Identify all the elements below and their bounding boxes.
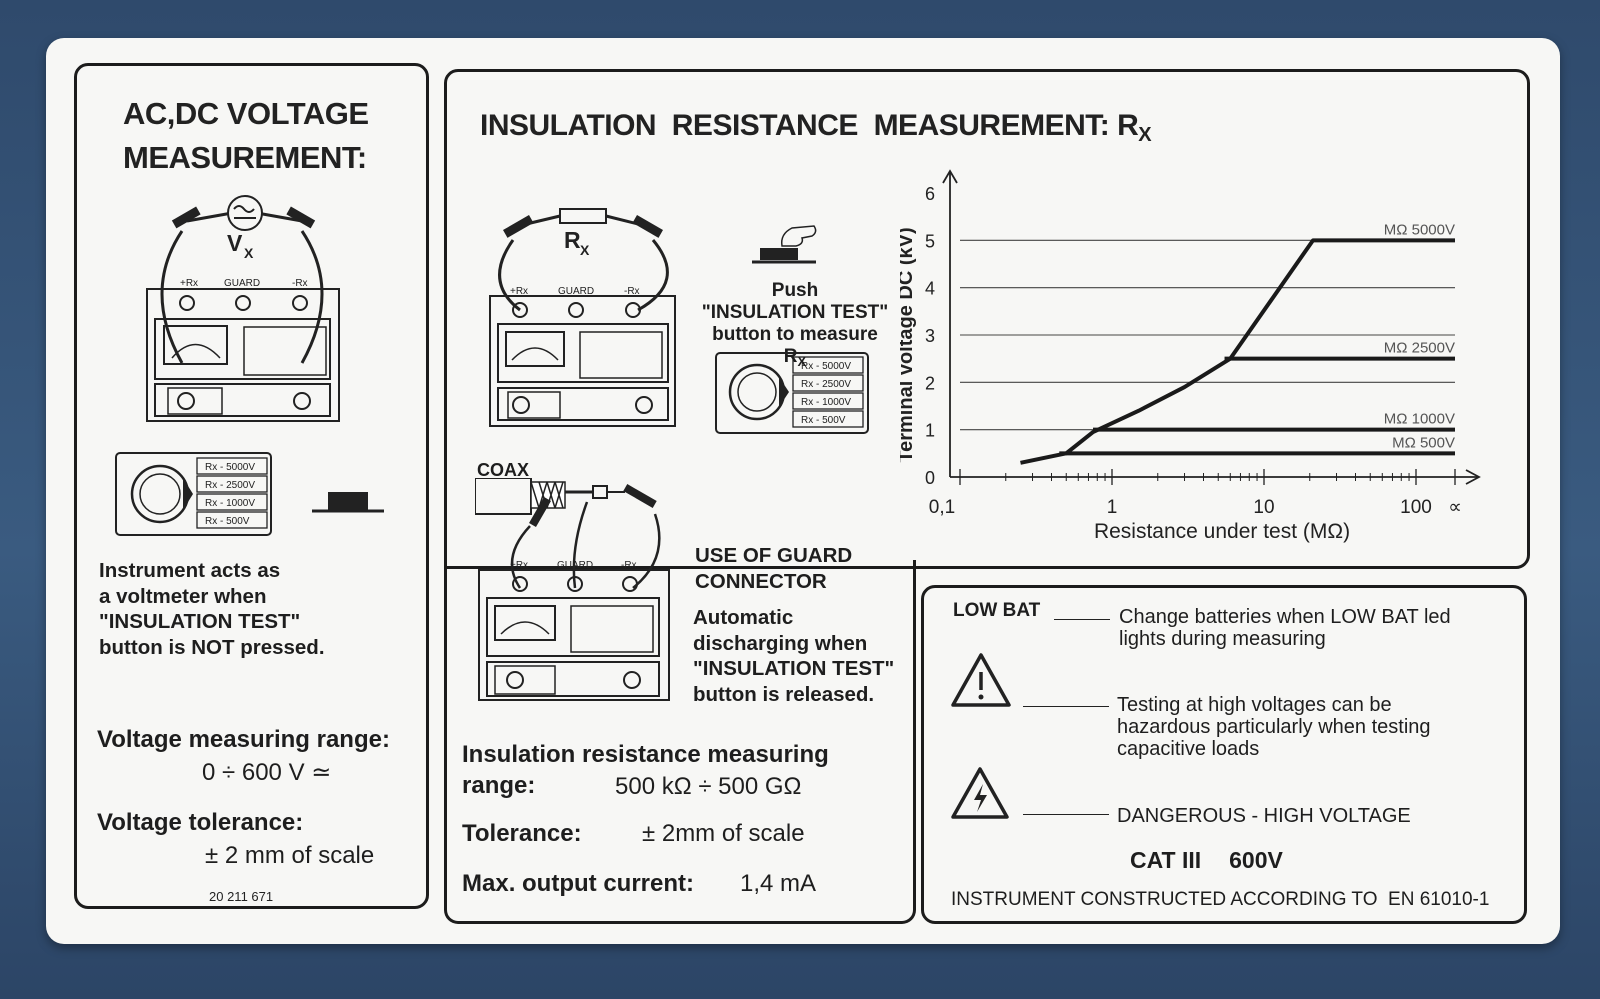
range-500v-label: Rx - 500V xyxy=(801,415,846,426)
range-1000v-label: Rx - 1000V xyxy=(205,498,255,509)
chart-series-label: MΩ 5000V xyxy=(1384,221,1455,238)
leader-line xyxy=(1054,619,1110,620)
chart-x-axis-arrow xyxy=(1465,469,1481,485)
standard-text: INSTRUMENT CONSTRUCTED ACCORDING TO EN 6… xyxy=(951,889,1490,910)
resistor-icon xyxy=(559,208,607,224)
range-switch-diagram: Rx - 5000V Rx - 2500V Rx - 1000V Rx - 50… xyxy=(715,352,869,434)
terminal-minus-label: -Rx xyxy=(624,286,640,297)
ac-voltmeter-symbol-icon xyxy=(227,195,263,231)
low-bat-text: Change batteries when LOW BAT led lights… xyxy=(1119,606,1451,650)
leader-line xyxy=(1023,706,1109,707)
terminal-minus-label: -Rx xyxy=(292,278,308,289)
terminal-plus-label: +Rx xyxy=(180,278,198,289)
voltage-range-value: 0 ÷ 600 V ≃ xyxy=(202,759,332,786)
chart-y-tick-label: 2 xyxy=(925,373,935,393)
chart-axes: 0 1 2 3 4 5 6 0,1 1 10 100 ∝ xyxy=(925,169,1481,518)
range-5000v-label: Rx - 5000V xyxy=(801,361,851,372)
insulation-range-label-2: range: xyxy=(462,772,536,799)
terminal-guard-label: GUARD xyxy=(558,286,594,297)
output-current-label: Max. output current: xyxy=(462,870,694,897)
push-button-hand-icon xyxy=(752,225,817,264)
insulation-range-label-1: Insulation resistance measuring xyxy=(462,741,829,768)
range-500v-label: Rx - 500V xyxy=(205,516,250,527)
chart-x-tick-label: 100 xyxy=(1400,497,1432,518)
chart-series: MΩ 5000V MΩ 2500V MΩ 1000V MΩ 500V xyxy=(1020,221,1455,465)
chart-grid xyxy=(960,239,1455,431)
terminal-guard-label: GUARD xyxy=(224,278,260,289)
voltage-tolerance-value: ± 2 mm of scale xyxy=(205,842,375,869)
part-number: 20 211 671 xyxy=(209,889,274,904)
terminal-guard-label: GUARD xyxy=(557,560,593,571)
chart-y-axis-arrow xyxy=(942,169,958,184)
coax-label: COAX xyxy=(477,460,530,480)
high-voltage-warning-icon xyxy=(951,767,1009,819)
guard-title: USE OF GUARD CONNECTOR xyxy=(695,544,853,593)
voltage-range-label: Voltage measuring range: xyxy=(97,726,390,753)
range-5000v-label: Rx - 5000V xyxy=(205,462,255,473)
chart-x-tick-label: 10 xyxy=(1253,497,1274,518)
tolerance-label: Tolerance: xyxy=(462,820,582,847)
danger-text: DANGEROUS - HIGH VOLTAGE xyxy=(1117,805,1411,827)
caution-warning-icon xyxy=(951,653,1011,707)
rx-label-sub: X xyxy=(580,242,590,258)
chart-y-tick-label: 5 xyxy=(925,231,935,251)
guard-connection-diagram: +Rx GUARD -Rx xyxy=(475,478,670,701)
instrument-label-plate xyxy=(46,38,1560,944)
chart-series-label: MΩ 2500V xyxy=(1384,340,1455,357)
voltage-title-2: MEASUREMENT: xyxy=(123,140,367,175)
vx-label-sub: X xyxy=(244,245,254,261)
low-bat-label: LOW BAT xyxy=(953,600,1041,621)
voltmeter-description: Instrument acts as a voltmeter when "INS… xyxy=(99,559,325,659)
chart-y-tick-label: 0 xyxy=(925,468,935,488)
chart-y-tick-label: 6 xyxy=(925,184,935,204)
test-button-released-icon xyxy=(312,492,384,513)
caution-text: Testing at high voltages can be hazardou… xyxy=(1117,694,1431,760)
chart-series-label: MΩ 1000V xyxy=(1384,411,1455,428)
insulation-title: INSULATION RESISTANCE MEASUREMENT: RX xyxy=(480,109,1152,146)
voltage-resistance-chart: 0 1 2 3 4 5 6 0,1 1 10 100 ∝ MΩ 5000V MΩ 2500V MΩ 100… xyxy=(900,169,1481,543)
chart-y-tick-label: 4 xyxy=(925,279,935,299)
chart-x-tick-label: 0,1 xyxy=(929,497,955,518)
voltage-title-1: AC,DC VOLTAGE xyxy=(123,96,369,131)
warning-panel xyxy=(921,585,1527,924)
terminal-minus-label: -Rx xyxy=(621,560,637,571)
chart-x-tick-label: ∝ xyxy=(1448,497,1462,518)
insulation-panel-lower xyxy=(444,560,916,924)
chart-x-axis-label: Resistance under test (MΩ) xyxy=(1094,520,1350,543)
terminal-plus-label: +Rx xyxy=(510,560,528,571)
push-instruction: Push "INSULATION TEST" button to measure… xyxy=(701,280,889,369)
insulation-range-value: 500 kΩ ÷ 500 GΩ xyxy=(615,773,802,800)
range-2500v-label: Rx - 2500V xyxy=(801,379,851,390)
chart-series-line xyxy=(1020,238,1455,465)
voltmeter-connection-diagram: V X +Rx GUARD -Rx xyxy=(146,195,340,422)
chart-y-tick-label: 1 xyxy=(925,421,935,441)
chart-series-label: MΩ 500V xyxy=(1392,434,1455,451)
range-1000v-label: Rx - 1000V xyxy=(801,397,851,408)
chart-x-tick-label: 1 xyxy=(1107,497,1118,518)
leader-line xyxy=(1023,814,1109,815)
insulation-connection-diagram: R X +Rx GUARD -Rx xyxy=(489,208,676,427)
chart-y-axis-label: Terminal voltage DC (kV) xyxy=(900,227,917,462)
chart-y-tick-label: 3 xyxy=(925,326,935,346)
discharge-description: Automatic discharging when "INSULATION T… xyxy=(693,606,895,706)
range-switch-diagram: Rx - 5000V Rx - 2500V Rx - 1000V Rx - 50… xyxy=(115,452,272,536)
tolerance-value: ± 2mm of scale xyxy=(642,820,805,847)
terminal-plus-label: +Rx xyxy=(510,286,528,297)
vx-label: V xyxy=(227,230,243,256)
range-2500v-label: Rx - 2500V xyxy=(205,480,255,491)
rx-label: R xyxy=(564,227,581,253)
voltage-tolerance-label: Voltage tolerance: xyxy=(97,809,304,836)
output-current-value: 1,4 mA xyxy=(740,870,817,897)
insulation-panel xyxy=(444,69,1530,569)
voltage-panel: AC,DC VOLTAGE MEASUREMENT: V X +Rx GUARD… xyxy=(74,63,429,909)
